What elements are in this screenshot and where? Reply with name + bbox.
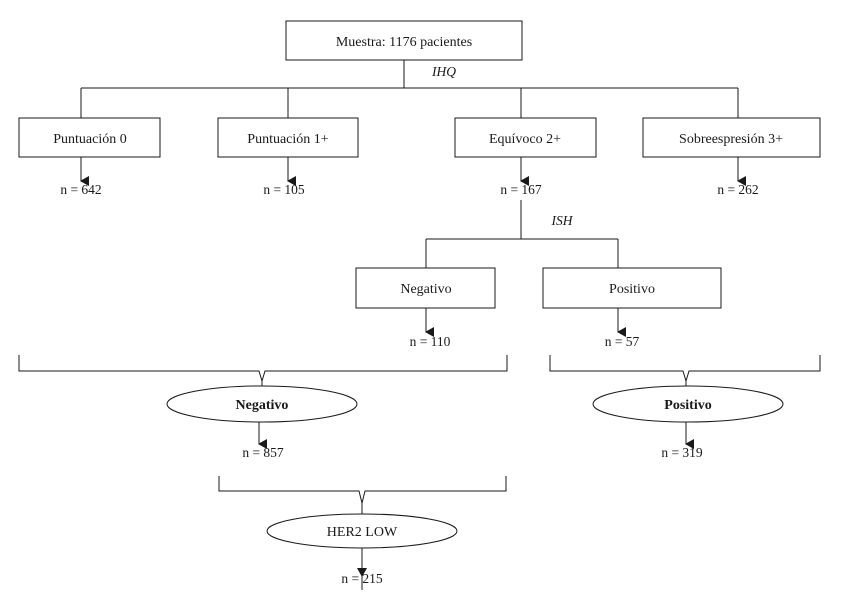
her2-low-node: HER2 LOW xyxy=(266,513,458,549)
her2-low-label: HER2 LOW xyxy=(327,525,398,540)
positive-grouping-brace xyxy=(549,355,821,383)
ihq-count: n = 262 xyxy=(717,182,758,197)
ish-count: n = 110 xyxy=(410,334,451,349)
ihq-group-label: Puntuación 1+ xyxy=(247,132,328,147)
ihq-group-overexpression-3: Sobreespresión 3+ xyxy=(642,117,821,158)
ish-count: n = 57 xyxy=(605,334,640,349)
ish-group-positive: Positivo xyxy=(542,267,722,309)
ihq-count: n = 105 xyxy=(263,182,305,197)
final-group-label: Positivo xyxy=(664,398,711,413)
method-ihq-label: IHQ xyxy=(431,64,456,79)
ihq-group-label: Equívoco 2+ xyxy=(489,132,561,147)
her2-low-count: n = 215 xyxy=(341,571,383,586)
ihq-count: n = 167 xyxy=(500,182,542,197)
ish-group-label: Positivo xyxy=(609,282,655,297)
final-count: n = 319 xyxy=(661,445,703,460)
ihq-group-label: Puntuación 0 xyxy=(53,132,127,147)
arrow xyxy=(357,568,367,577)
final-count: n = 857 xyxy=(242,445,284,460)
method-ish-label: ISH xyxy=(551,213,574,228)
ihq-group-score-1: Puntuación 1+ xyxy=(217,117,359,158)
negative-grouping-brace xyxy=(18,355,508,383)
ihq-group-equivocal-2: Equívoco 2+ xyxy=(454,117,597,158)
final-negative-node: Negativo xyxy=(166,385,358,423)
ihq-connector xyxy=(80,60,739,118)
ish-group-label: Negativo xyxy=(400,282,451,297)
final-group-label: Negativo xyxy=(236,398,289,413)
ihq-group-label: Sobreespresión 3+ xyxy=(679,132,783,147)
root-label: Muestra: 1176 pacientes xyxy=(336,35,472,50)
root-node: Muestra: 1176 pacientes xyxy=(285,20,523,61)
ihq-count: n = 642 xyxy=(60,182,101,197)
ihq-group-score-0: Puntuación 0 xyxy=(18,117,161,158)
ish-group-negative: Negativo xyxy=(355,267,496,309)
ish-connector xyxy=(425,200,619,268)
her2-low-grouping-brace xyxy=(218,476,507,504)
final-positive-node: Positivo xyxy=(592,385,784,423)
